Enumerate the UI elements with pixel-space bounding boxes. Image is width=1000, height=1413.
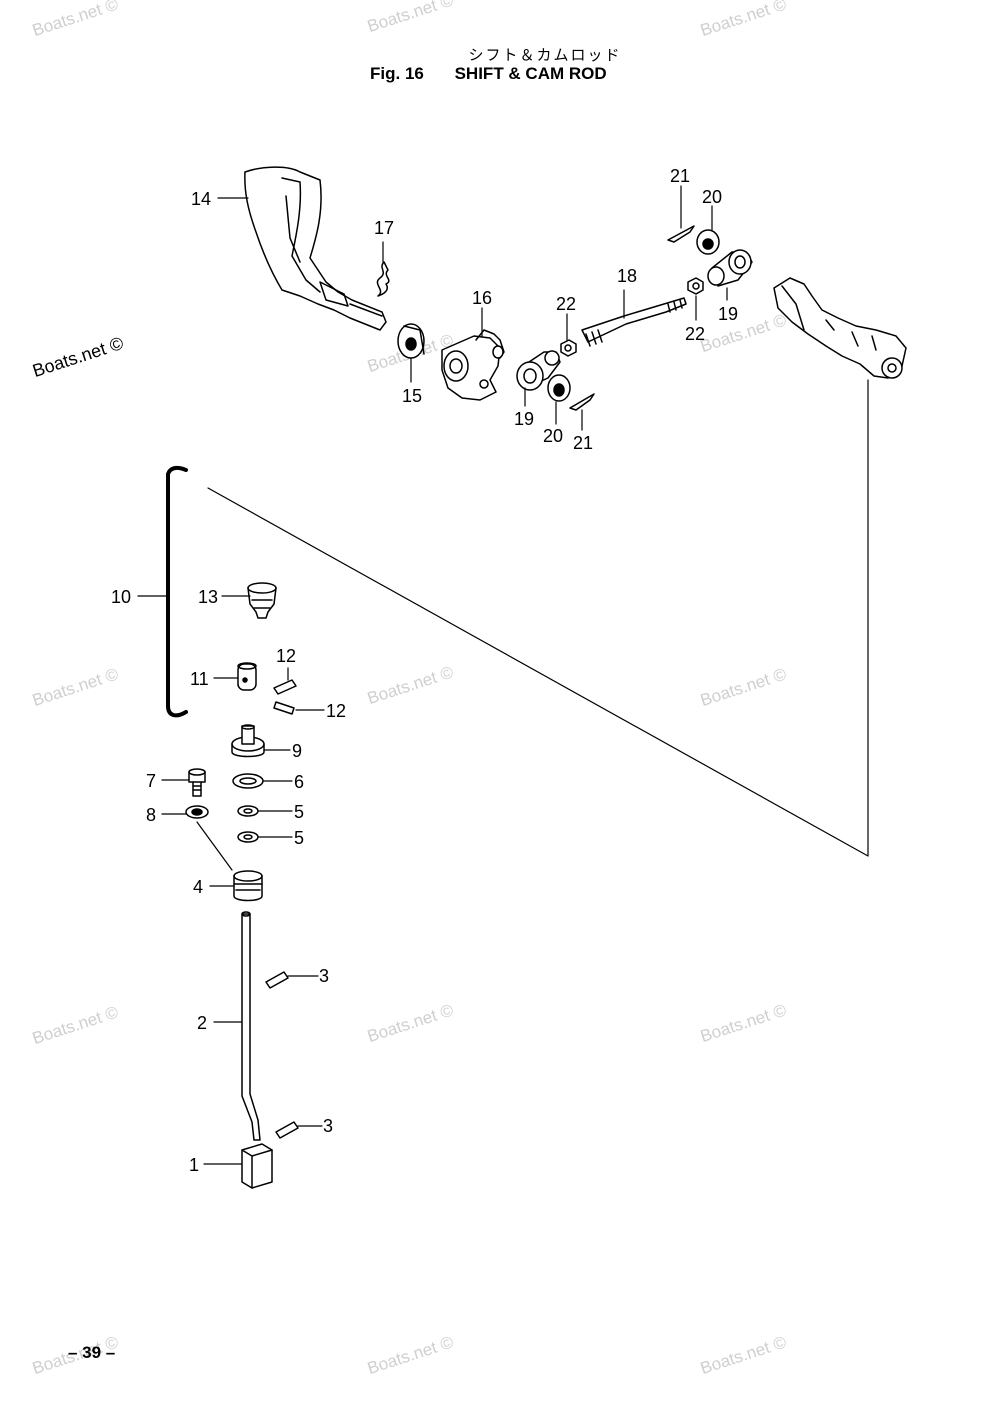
callout-7: 7: [146, 771, 156, 791]
callout-14: 14: [191, 189, 211, 209]
callout-5: 5: [294, 802, 304, 822]
part-22-nut: [687, 277, 704, 295]
callout-labels: 14 17 15 16 22 18 21 20 22 19 19 20 21 1…: [111, 166, 738, 1175]
part-19-ball-joint: [516, 350, 561, 391]
callout-20: 20: [543, 426, 563, 446]
callout-6: 6: [294, 772, 304, 792]
figure-title-english: SHIFT & CAM ROD: [454, 64, 607, 83]
part-12-pin: [273, 679, 297, 715]
callout-12: 12: [276, 646, 296, 666]
part-3-pin: [275, 1121, 299, 1139]
callout-15: 15: [402, 386, 422, 406]
part-6-o-ring: [232, 773, 264, 789]
part-4-grommet: [233, 870, 263, 902]
callout-8: 8: [146, 805, 156, 825]
part-1-rod-joint: [241, 1143, 273, 1189]
part-14-shift-lever: [244, 166, 387, 331]
part-20-washer: [547, 374, 571, 402]
callout-16: 16: [472, 288, 492, 308]
callout-3: 3: [319, 966, 329, 986]
callout-5: 5: [294, 828, 304, 848]
callout-11: 11: [190, 669, 209, 689]
part-17-clip: [376, 261, 390, 297]
part-13-grommet: [247, 582, 277, 619]
callout-19: 19: [514, 409, 534, 429]
callout-20: 20: [702, 187, 722, 207]
part-5-washer: [237, 831, 259, 843]
callout-18: 18: [617, 266, 637, 286]
part-20-washer: [696, 229, 720, 255]
callout-17: 17: [374, 218, 394, 238]
part-21-clip: [569, 393, 595, 411]
figure-title-japanese: シフト＆カムロッド: [468, 46, 622, 64]
part-22-nut: [560, 339, 577, 357]
part-8-washer: [185, 805, 209, 819]
callout-21: 21: [670, 166, 690, 186]
part-10-wire-link: [166, 465, 188, 718]
callout-22: 22: [556, 294, 576, 314]
part-7-bolt: [188, 768, 206, 797]
figure-title: Fig. 16 SHIFT & CAM ROD: [370, 64, 607, 84]
part-2-shift-rod: [241, 911, 261, 1141]
page-number: – 39 –: [68, 1343, 116, 1362]
figure-number: Fig. 16: [370, 64, 424, 83]
part-9-shaft-holder: [231, 724, 265, 758]
shift-bracket-assembly: [773, 277, 907, 379]
callout-9: 9: [292, 741, 302, 761]
callout-22: 22: [685, 324, 705, 344]
part-3-pin: [265, 971, 289, 989]
leader-lines: [137, 185, 728, 1165]
part-11-collar: [237, 662, 257, 691]
part-5-washer: [237, 805, 259, 817]
callout-1: 1: [189, 1155, 199, 1175]
part-19-ball-joint: [707, 249, 753, 287]
callout-10: 10: [111, 587, 131, 607]
callout-2: 2: [197, 1013, 207, 1033]
callout-19: 19: [718, 304, 738, 324]
part-21-clip: [667, 225, 695, 243]
callout-21: 21: [573, 433, 593, 453]
callout-13: 13: [198, 587, 218, 607]
connection-lines: [196, 379, 869, 871]
callout-3: 3: [323, 1116, 333, 1136]
part-16-cam-lever: [441, 329, 505, 401]
callout-12: 12: [326, 701, 346, 721]
part-15-washer: [397, 323, 425, 359]
callout-4: 4: [193, 877, 203, 897]
part-18-cam-rod: [581, 297, 687, 347]
